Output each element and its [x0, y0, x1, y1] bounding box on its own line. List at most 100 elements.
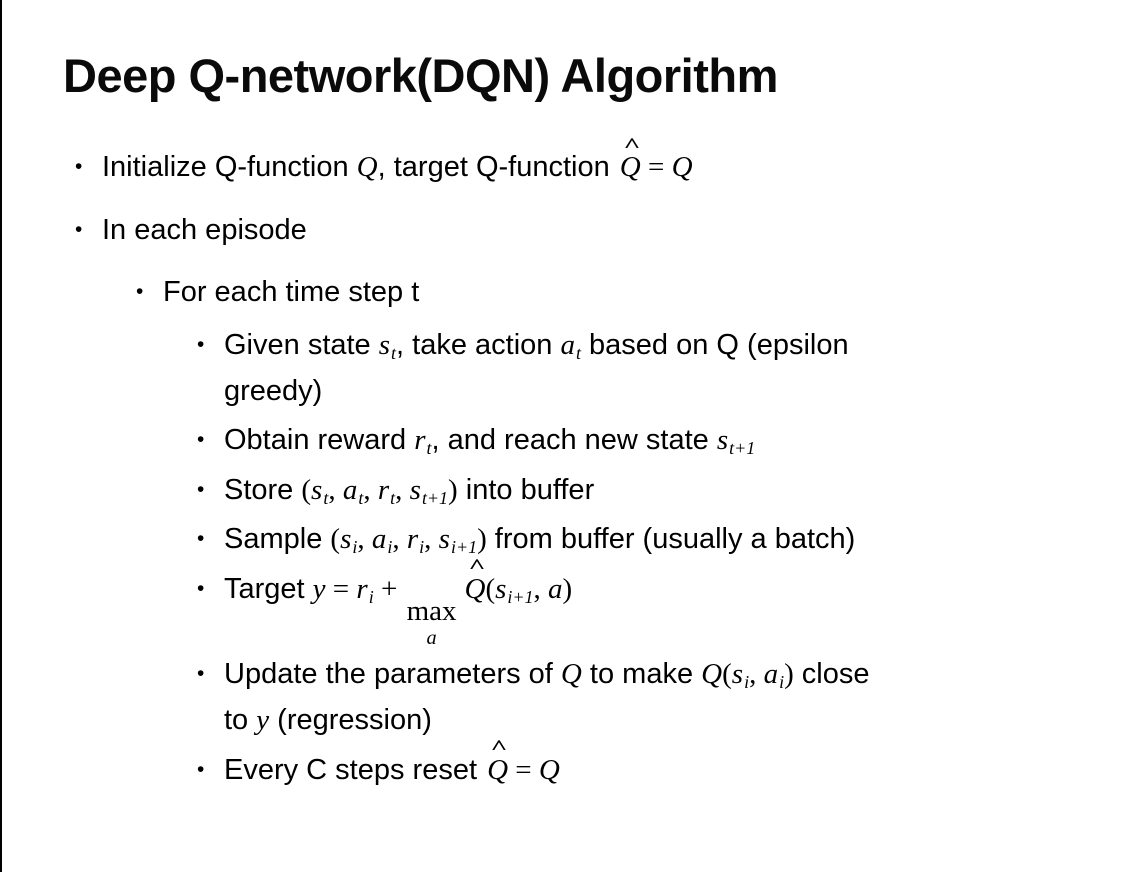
math-var: a: [763, 657, 779, 690]
text-run: , take action: [396, 328, 561, 361]
math-subscript: t: [323, 487, 329, 508]
bullet-text: In each episode: [102, 207, 962, 253]
math-subscript: i+1: [507, 586, 534, 607]
math-subscript: t+1: [421, 487, 449, 508]
math-var: Q: [538, 753, 560, 786]
math-var: a: [342, 473, 358, 506]
math-subscript: i+1: [450, 537, 478, 558]
math-var: (: [330, 523, 341, 556]
math-var: s: [731, 657, 744, 690]
math-subscript: i: [387, 537, 393, 558]
math-var: a: [371, 523, 387, 556]
text-run: greedy): [224, 374, 323, 407]
bullet-dot: •: [197, 477, 205, 501]
hat-accent-icon: ^: [490, 735, 508, 760]
text-run: Sample: [224, 523, 331, 556]
bullet-item: •In each episode: [75, 207, 1124, 253]
math-var: (: [301, 473, 312, 506]
bullet-item: • For each time step t: [136, 269, 1124, 315]
math-var: +: [373, 572, 405, 605]
bullet-dot: •: [197, 527, 205, 551]
hat-accent-icon: ^: [468, 553, 486, 578]
math-var: s: [716, 424, 729, 457]
bullet-dot: •: [75, 155, 83, 179]
bullet-item: •Obtain reward rt, and reach new state s…: [197, 417, 1124, 463]
math-var: ): [448, 473, 458, 506]
math-operator: max: [406, 595, 457, 628]
math-var: s: [495, 572, 507, 605]
math-under-var: a: [426, 626, 437, 649]
math-var: a: [548, 572, 563, 605]
text-run: close: [793, 657, 870, 690]
math-var: y: [312, 572, 326, 605]
slide-title: Deep Q-network(DQN) Algorithm: [63, 49, 778, 102]
text-run: For each time step t: [163, 276, 420, 309]
math-var: s: [378, 328, 391, 361]
text-run: Update the parameters of: [224, 657, 561, 690]
math-var: ,: [395, 473, 410, 506]
math-subscript: t: [426, 438, 432, 459]
math-var: =: [325, 572, 357, 605]
math-var: r: [356, 572, 368, 605]
math-var: =: [640, 151, 672, 184]
math-var: s: [311, 473, 323, 506]
math-var: Q: [356, 151, 378, 184]
bullet-item: •Given state st, take action at based on…: [197, 322, 1124, 415]
math-subscript: i: [419, 537, 425, 558]
math-var: r: [377, 473, 390, 506]
bullet-dot: •: [197, 428, 205, 452]
math-var: ): [784, 657, 794, 690]
math-subscript: i: [779, 671, 785, 692]
math-subscript: t: [358, 487, 364, 508]
math-var: ,: [424, 523, 439, 556]
bullet-text: Update the parameters of Q to make Q(si,…: [224, 651, 1084, 744]
bullet-item: •Sample (si, ai, ri, si+1) from buffer (…: [197, 516, 1124, 562]
math-var: ,: [363, 473, 378, 506]
math-var: ,: [749, 657, 764, 690]
bullet-dot: •: [197, 661, 205, 685]
bullet-item: •Every C steps reset ^Q = Q: [197, 735, 1124, 793]
math-var: Q: [701, 657, 723, 690]
text-run: Target: [224, 572, 313, 605]
math-var-hat: ^Q: [487, 735, 509, 786]
math-var: (: [485, 572, 496, 605]
bullet-dot: •: [136, 280, 144, 304]
math-var: a: [560, 328, 575, 361]
text-run: (regression): [269, 704, 432, 737]
text-run: , target Q-function: [377, 151, 618, 184]
math-subscript: t+1: [729, 438, 756, 459]
text-run: based on Q (epsilon: [580, 328, 849, 361]
math-var: s: [409, 473, 421, 506]
text-run: from buffer (usually a batch): [486, 523, 856, 556]
bullet-text: Every C steps reset ^Q = Q: [224, 735, 1084, 793]
text-run: to make: [581, 657, 702, 690]
math-var: ,: [357, 523, 372, 556]
text-run: Every C steps reset: [224, 753, 486, 786]
bullet-text: Store (st, at, rt, st+1) into buffer: [224, 467, 1084, 513]
math-subscript: t: [390, 487, 396, 508]
math-var: ,: [328, 473, 343, 506]
bullet-dot: •: [197, 757, 205, 781]
bullet-dot: •: [197, 332, 205, 356]
bullet-list: •Initialize Q-function Q, target Q-funct…: [2, 134, 1124, 793]
text-run: Initialize Q-function: [102, 151, 357, 184]
math-var: y: [256, 704, 270, 737]
math-subscript: t: [575, 342, 581, 363]
math-var: s: [438, 523, 450, 556]
text-run: In each episode: [102, 213, 307, 246]
math-var-hat: ^Q: [464, 553, 486, 605]
math-subscript: i: [368, 586, 374, 607]
text-run: Given state: [224, 328, 379, 361]
math-var: (: [722, 657, 732, 690]
math-var: r: [414, 424, 426, 457]
bullet-text: Sample (si, ai, ri, si+1) from buffer (u…: [224, 516, 1084, 562]
bullet-item: • Store (st, at, rt, st+1) into buffer: [197, 467, 1124, 513]
math-var: ,: [392, 523, 407, 556]
math-var: ): [562, 572, 573, 605]
text-run: , and reach new state: [431, 424, 717, 457]
hat-accent-icon: ^: [623, 132, 641, 157]
bullet-text: Initialize Q-function Q, target Q-functi…: [102, 134, 962, 190]
